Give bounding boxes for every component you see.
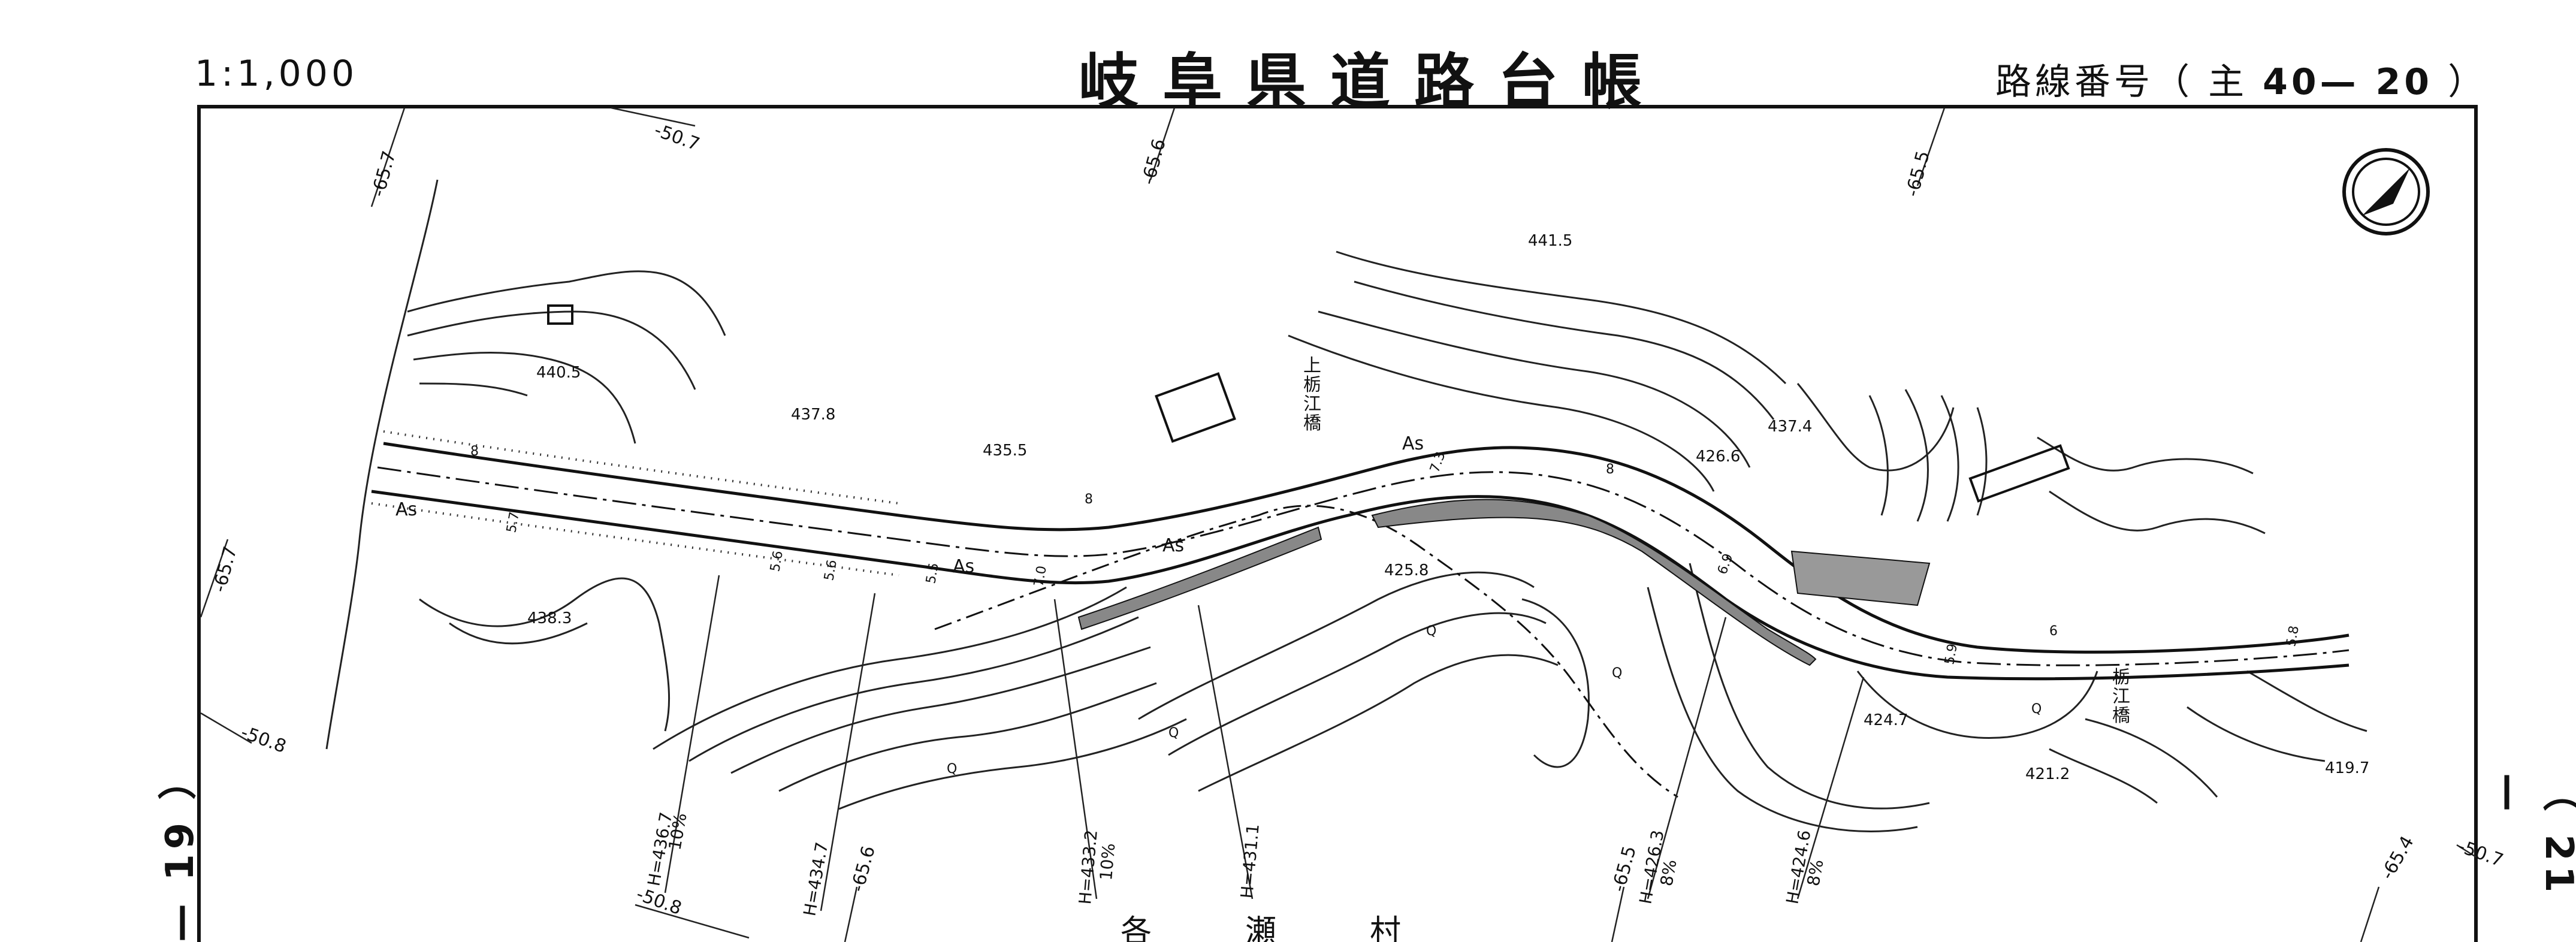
route-number: 路線番号（ 主 40— 20 ） [1995,53,2487,105]
spot-height: 435.5 [983,442,1027,460]
grid-label: -50.8 [238,722,289,757]
grid-label: -65.4 [2377,832,2418,883]
spot-height: 440.5 [536,364,581,382]
bridge-char: 栃 [2112,667,2130,688]
road [371,430,2349,798]
grid-label: -65.7 [209,544,241,594]
grid-label: -65.6 [847,844,880,894]
gradient-label: H=433.2 10% [1053,599,1119,905]
svg-text:Q: Q [2031,702,2042,717]
svg-text:Q: Q [1426,624,1436,639]
road-surface: As [953,556,974,577]
gradient-label: H=424.6 8% [1782,677,1865,905]
spot-height: 424.7 [1864,711,1908,729]
spot-height: 425.8 [1384,561,1429,579]
spot-height: 419.7 [2325,759,2369,777]
route-prefix: 路線番号（ 主 [1995,61,2248,103]
bridge-label-lower: 栃江橋 [2112,667,2130,726]
route-suffix: ） [2448,61,2488,103]
bridge-char: 橋 [2112,705,2130,726]
svg-text:6: 6 [2049,624,2058,639]
grid-label: -50.8 [633,884,684,919]
spot-heights: 440.5 437.8 435.5 441.5 437.4 426.6 438.… [527,232,2369,783]
spot-height: 437.8 [791,406,835,424]
road-surface: As [1162,535,1184,556]
spot-height: 438.3 [527,609,572,627]
svg-text:8%: 8% [1656,858,1680,887]
spot-height: 426.6 [1696,448,1740,466]
road-surface: As [1402,433,1424,454]
route-code: 40— 20 [2263,61,2433,103]
adjacent-sheet-right: （ 21 — [2487,773,2576,898]
road-widths: 8 5.7 5.6 5.6 5.5 7.0 8 7.3 8 6.9 5.9 6 … [470,444,2302,666]
svg-text:Q: Q [947,762,957,777]
map-scale: 1:1,000 [195,53,358,95]
svg-text:5.6: 5.6 [822,558,840,582]
svg-text:5.8: 5.8 [2284,624,2302,648]
gradient-label: H=431.1 [1197,605,1263,899]
svg-text:5.7: 5.7 [504,511,523,534]
bridge-char: 江 [1303,394,1321,415]
retaining-wall-hatch [1077,499,1931,666]
road-surface: As [395,499,417,520]
svg-text:8%: 8% [1803,858,1827,887]
svg-text:Q: Q [1168,726,1179,741]
svg-text:H=434.7: H=434.7 [799,841,832,918]
spot-height: 421.2 [2025,765,2070,783]
grid-label: -65.6 [1138,137,1170,187]
svg-text:8: 8 [1085,492,1093,507]
svg-text:Q: Q [1612,666,1622,681]
map-frame [197,105,2478,942]
gradient-labels: H=436.7 10% H=434.7 H=433.2 10% H=431.1 … [644,575,1865,918]
spot-height: 441.5 [1528,232,1572,250]
north-arrow-icon [2342,148,2430,236]
bridge-label-upper: 上栃江橋 [1303,355,1321,434]
road-surface-labels: As As As As [395,433,1424,577]
bridge-char: 栃 [1303,375,1321,395]
buildings [547,304,2070,503]
grid-label: -65.7 [368,149,400,199]
bridge-char: 上 [1303,355,1321,376]
svg-text:10%: 10% [1096,843,1119,881]
river-marks: Q Q Q Q Q [947,624,2042,777]
bridge-char: 橋 [1303,413,1321,434]
svg-text:7.0: 7.0 [1031,564,1050,588]
svg-text:5.6: 5.6 [768,550,786,573]
contour-lines [325,179,2367,832]
grid-label: -50.7 [651,120,702,155]
svg-text:8: 8 [1606,462,1614,477]
svg-text:5.9: 5.9 [1942,642,1961,666]
grid-lines [200,107,2477,942]
gradient-label: H=436.7 10% [644,575,720,893]
grid-label: -50.7 [2455,836,2506,871]
grid-labels: -65.7 -50.7 -65.6 -65.5 -65.7 -50.8 -65.… [209,120,2506,919]
svg-text:8: 8 [470,444,479,459]
grid-label: -65.5 [1608,844,1641,894]
spot-height: 437.4 [1768,418,1812,436]
svg-text:5.5: 5.5 [923,561,942,585]
village-name: 各 瀬 村 [1121,914,1401,942]
grid-label: -65.5 [1902,149,1934,199]
bridge-char: 江 [2112,686,2130,707]
svg-text:6.9: 6.9 [1715,552,1736,576]
